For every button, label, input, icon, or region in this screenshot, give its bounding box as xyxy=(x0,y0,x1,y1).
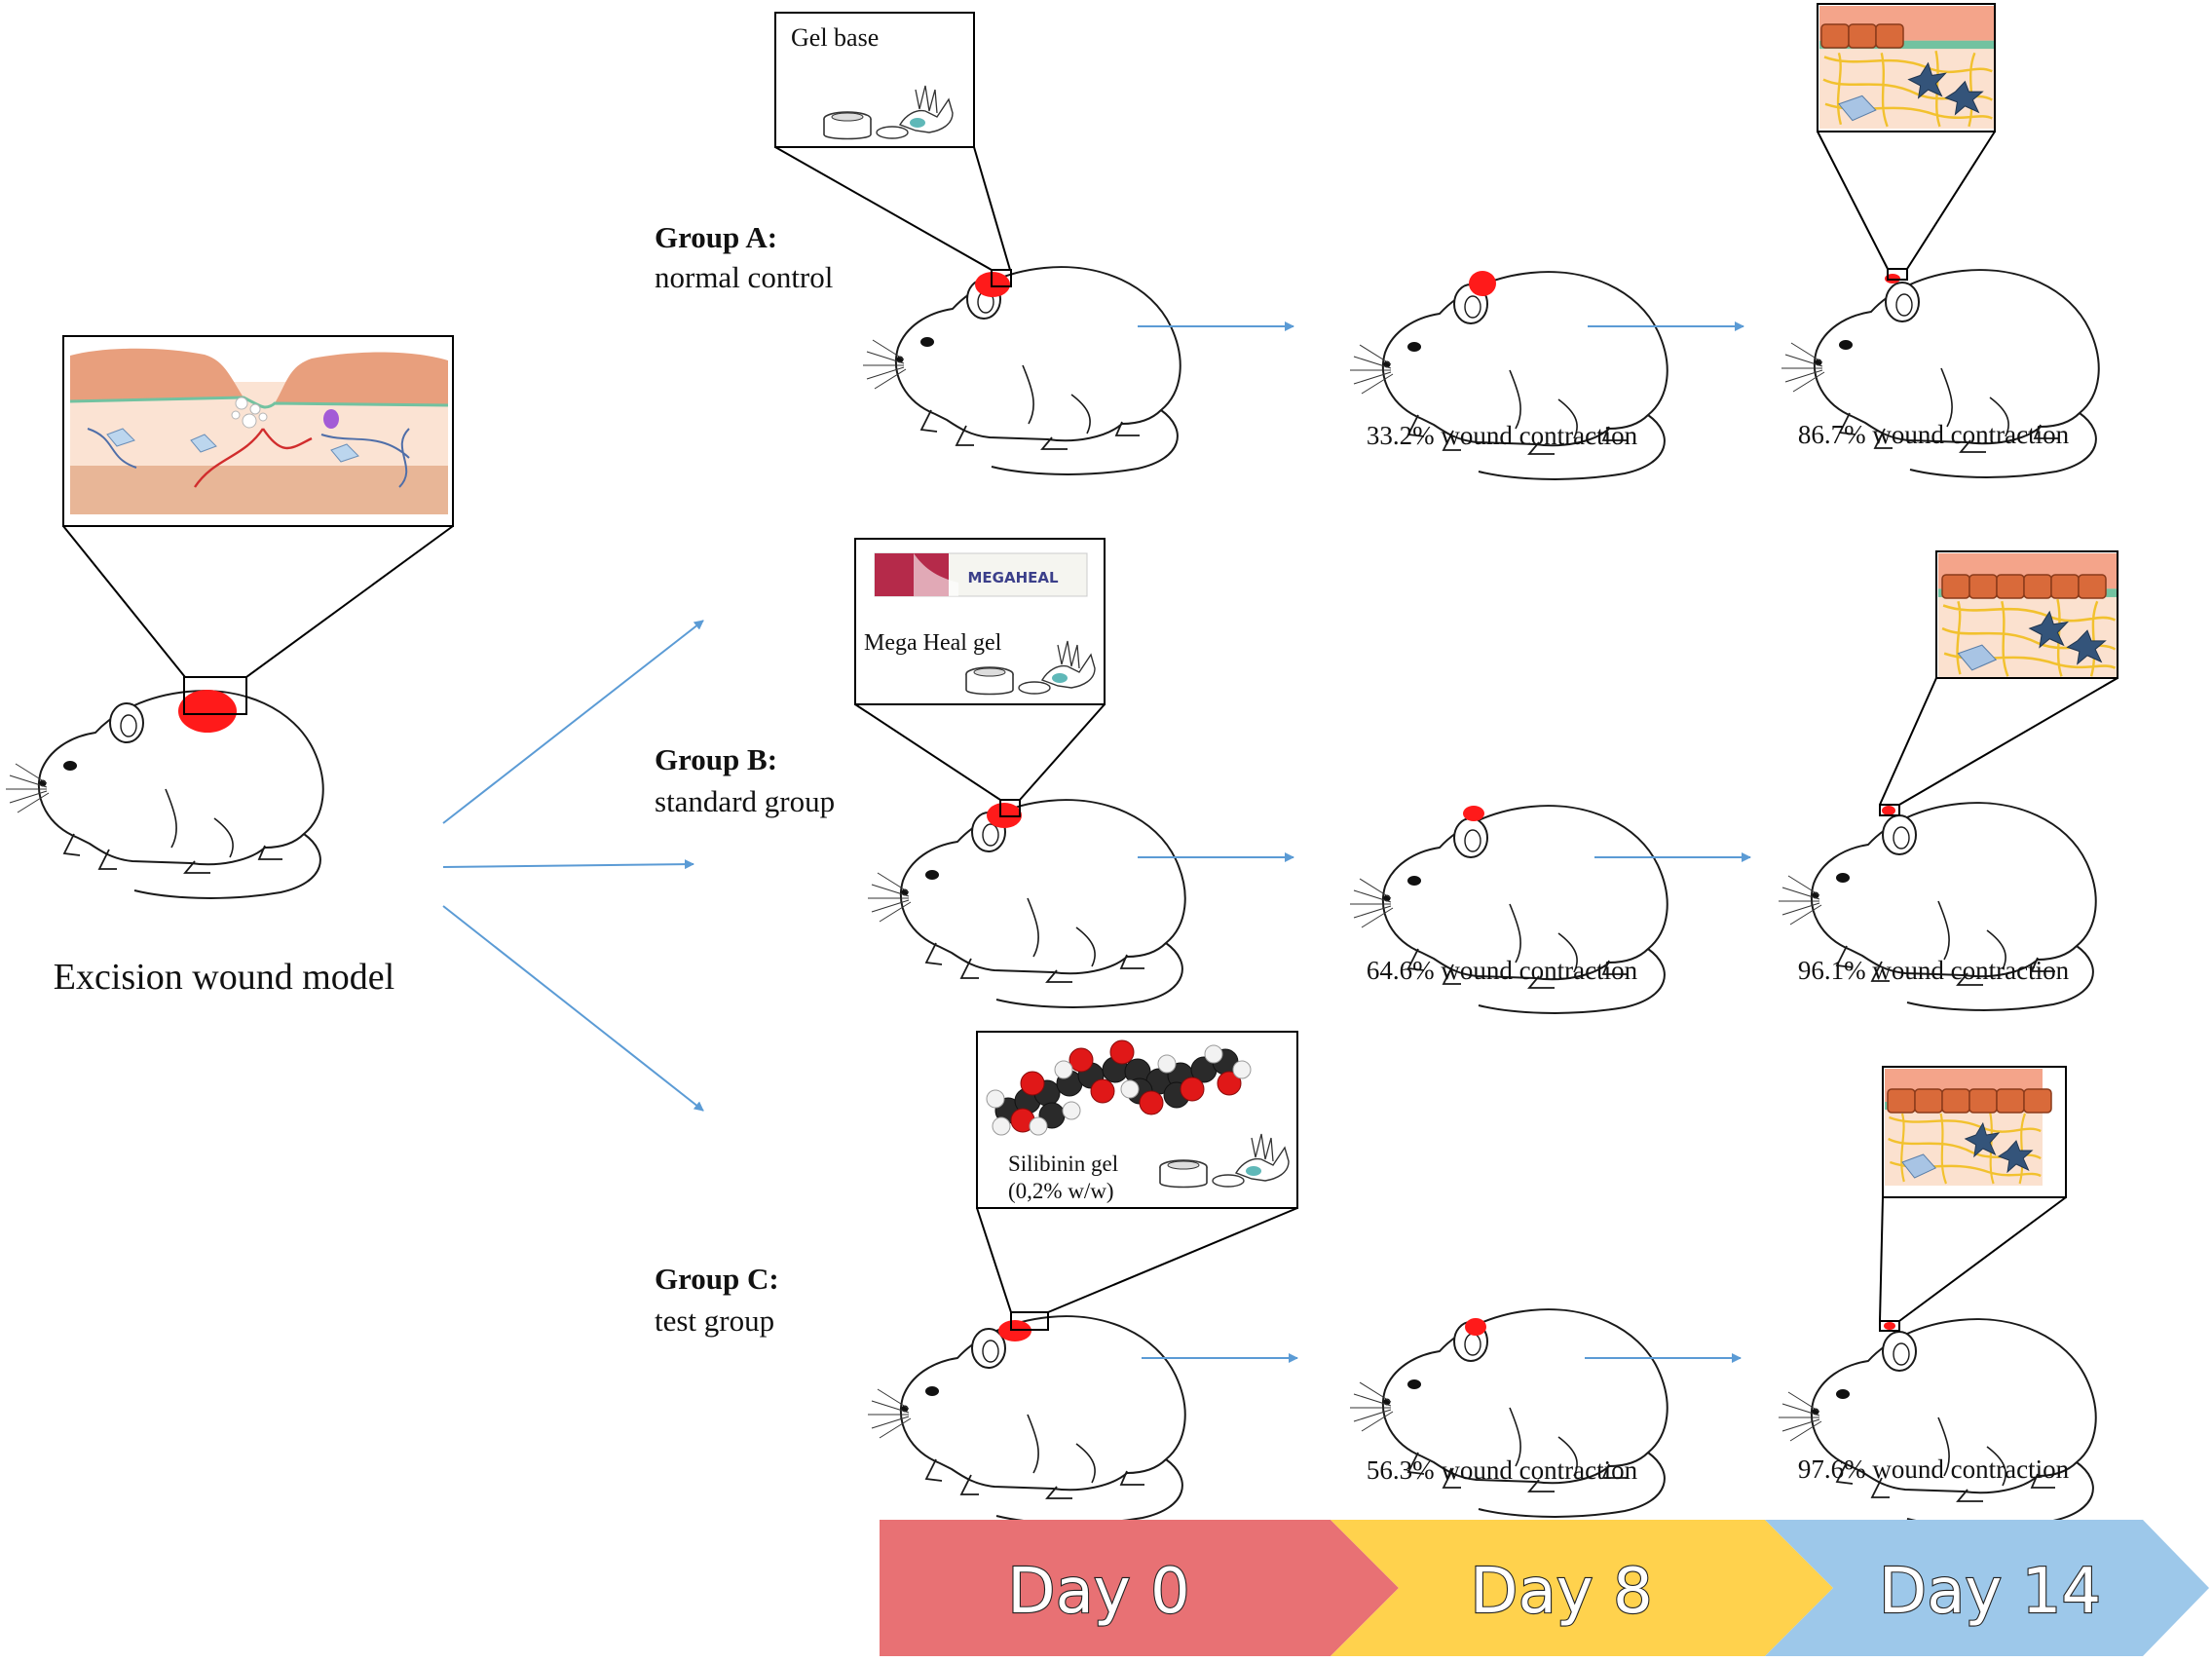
wound-spot xyxy=(1884,1322,1895,1330)
excision-wound-model: Excision wound model xyxy=(5,335,454,998)
product-brand: MEGAHEAL xyxy=(967,569,1059,586)
wound-zoom-box xyxy=(999,799,1021,817)
wound-spot xyxy=(1465,1318,1486,1336)
group-c: Group C: test group Silibinin gel (0,2% … xyxy=(655,1031,2097,1528)
timeline-day0-segment xyxy=(880,1520,1399,1656)
contraction-day8: 64.6% wound contraction xyxy=(1367,956,1638,985)
group-title: Group B: xyxy=(655,742,777,776)
wound-zoom-box xyxy=(1010,1311,1049,1331)
group-subtitle: standard group xyxy=(655,784,835,818)
model-rat xyxy=(5,690,324,899)
timeline-day8-label: Day 8 xyxy=(1470,1556,1652,1628)
treatment-concentration: (0,2% w/w) xyxy=(1008,1179,1114,1203)
rat-day0 xyxy=(862,266,1181,475)
timeline-day14-segment xyxy=(1765,1520,2209,1656)
wound-zoom-box xyxy=(183,676,247,715)
arrow-to-group-c xyxy=(442,905,704,1112)
contraction-day14: 86.7% wound contraction xyxy=(1798,420,2070,449)
rat-day8 xyxy=(1349,1308,1668,1518)
arrow-to-group-a xyxy=(442,620,704,824)
wound-zoom-box xyxy=(1879,1320,1900,1332)
wound-zoom-box xyxy=(1887,268,1908,281)
group-title: Group C: xyxy=(655,1262,779,1296)
group-title: Group A: xyxy=(655,220,777,254)
treatment-label: Gel base xyxy=(791,23,879,52)
arrow-to-group-b xyxy=(442,859,694,870)
group-subtitle: normal control xyxy=(655,260,833,294)
silibinin-molecule-model xyxy=(986,1039,1252,1136)
group-b: Group B: standard group MEGAHEAL Mega He… xyxy=(655,538,2118,1014)
group-subtitle: test group xyxy=(655,1303,774,1338)
healed-tissue-inset xyxy=(1882,1066,2067,1198)
contraction-day14: 97.6% wound contraction xyxy=(1798,1454,2070,1484)
rat-day14 xyxy=(1778,1318,2097,1528)
contraction-day14: 96.1% wound contraction xyxy=(1798,956,2070,985)
contraction-day8: 33.2% wound contraction xyxy=(1367,421,1638,450)
wound-spot xyxy=(1882,806,1895,815)
wound-spot xyxy=(1463,806,1484,821)
rat-day0 xyxy=(867,1315,1186,1525)
healed-tissue-inset xyxy=(1935,550,2118,680)
wound-spot xyxy=(178,690,237,733)
model-label: Excision wound model xyxy=(54,957,394,998)
timeline-day8-segment xyxy=(1331,1520,1833,1656)
rat-day0 xyxy=(867,799,1186,1008)
timeline: Day 0 Day 8 Day 14 xyxy=(880,1520,2209,1656)
wound-zoom-box xyxy=(1879,804,1900,816)
contraction-day8: 56.3% wound contraction xyxy=(1367,1455,1638,1485)
treatment-label: Mega Heal gel xyxy=(864,630,1002,656)
timeline-day0-label: Day 0 xyxy=(1007,1556,1189,1628)
branch-arrows xyxy=(442,620,704,1112)
treatment-label: Silibinin gel xyxy=(1008,1152,1118,1176)
healed-tissue-inset xyxy=(1817,3,1996,132)
megaheal-product-box: MEGAHEAL xyxy=(874,552,1088,597)
group-a: Group A: normal control Gel base 33.2% w… xyxy=(655,3,2100,480)
wound-spot xyxy=(1469,271,1496,296)
wound-zoom-box xyxy=(991,269,1012,287)
timeline-day14-label: Day 14 xyxy=(1879,1556,2101,1628)
wound-tissue-illustration xyxy=(69,348,449,514)
